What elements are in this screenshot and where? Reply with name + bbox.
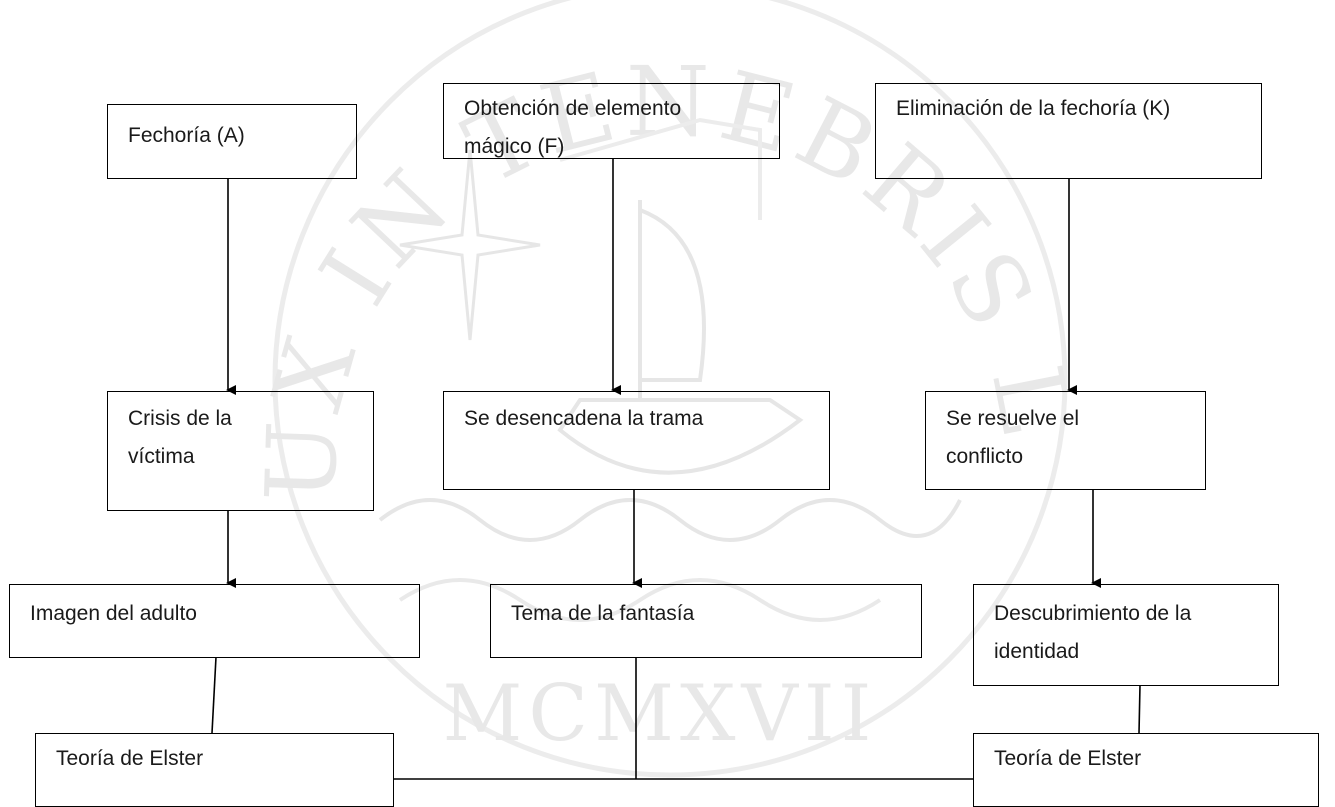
waves-icon xyxy=(378,498,962,542)
waves-lower-icon xyxy=(398,578,882,622)
box-obtencion-label: Obtención de elemento mágico (F) xyxy=(464,97,682,158)
box-tema-fantasia-label: Tema de la fantasía xyxy=(511,602,695,625)
seal-outer-ring xyxy=(272,0,1068,778)
box-trama: Se desencadena la trama xyxy=(443,391,830,490)
box-obtencion: Obtención de elemento mágico (F) xyxy=(443,83,780,159)
box-teoria-elster-right: Teoría de Elster xyxy=(973,733,1319,807)
box-descubrimiento-label: Descubrimiento de la identidad xyxy=(994,602,1192,663)
box-fechoria-label: Fechoría (A) xyxy=(128,124,245,147)
box-tema-fantasia: Tema de la fantasía xyxy=(490,584,922,658)
ship-flag-icon xyxy=(559,117,762,220)
box-imagen-adulto: Imagen del adulto xyxy=(9,584,420,658)
box-trama-label: Se desencadena la trama xyxy=(464,407,704,430)
box-imagen-adulto-label: Imagen del adulto xyxy=(30,602,197,625)
box-eliminacion: Eliminación de la fechoría (K) xyxy=(875,83,1262,179)
box-fechoria: Fechoría (A) xyxy=(107,104,357,179)
box-eliminacion-label: Eliminación de la fechoría (K) xyxy=(896,97,1171,120)
ship-icon xyxy=(557,398,804,475)
box-resuelve: Se resuelve el conflicto xyxy=(925,391,1206,490)
box-resuelve-label: Se resuelve el conflicto xyxy=(946,407,1080,468)
line-imagen-to-teoria-left xyxy=(211,656,217,734)
box-crisis: Crisis de la víctima xyxy=(107,391,374,511)
seal-year: MCMXVII xyxy=(443,669,878,759)
box-descubrimiento: Descubrimiento de la identidad xyxy=(973,584,1279,686)
ship-sail-icon xyxy=(638,200,706,400)
box-teoria-elster-left: Teoría de Elster xyxy=(35,733,394,807)
line-descubrimiento-to-teoria-right xyxy=(1138,684,1141,734)
box-teoria-elster-left-label: Teoría de Elster xyxy=(56,747,204,770)
box-crisis-label: Crisis de la víctima xyxy=(128,407,232,468)
star-icon xyxy=(399,149,541,341)
box-teoria-elster-right-label: Teoría de Elster xyxy=(994,747,1142,770)
